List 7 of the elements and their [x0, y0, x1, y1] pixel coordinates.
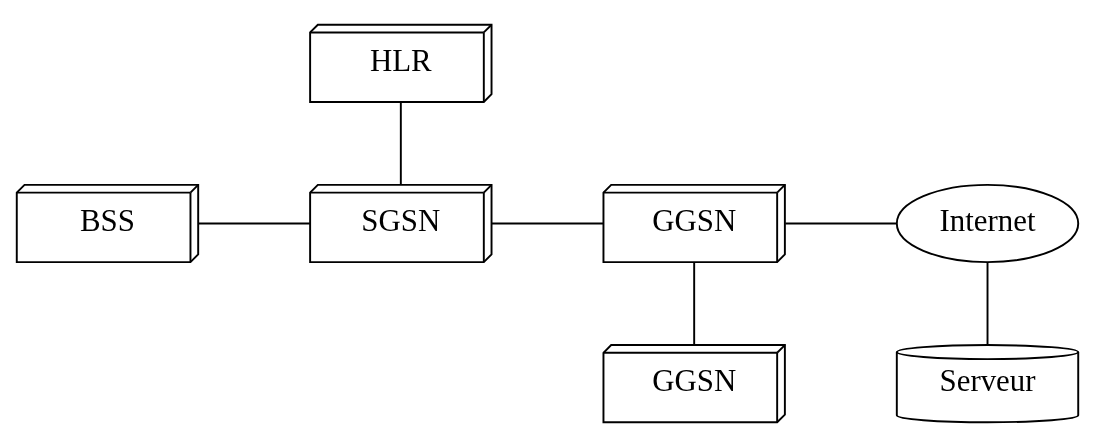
connector	[491, 222, 605, 225]
connector	[399, 101, 402, 186]
connector	[197, 222, 311, 225]
connector	[986, 261, 989, 346]
node-ellipse: Internet	[895, 183, 1080, 264]
connector	[784, 222, 898, 225]
connector	[693, 261, 696, 346]
